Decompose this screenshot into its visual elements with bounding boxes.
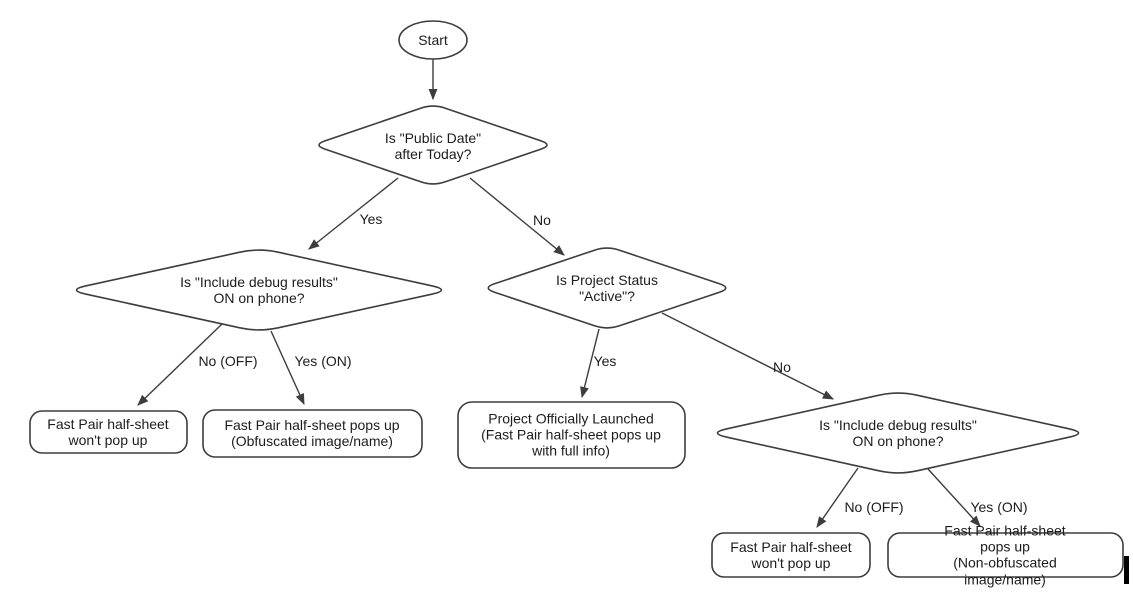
start-node-label: Start [418, 31, 448, 48]
result-popup-nonobfuscated-label: Fast Pair half-sheet pops up (Non-obfusc… [944, 522, 1066, 588]
result-no-popup-right-label: Fast Pair half-sheet won't pop up [730, 538, 852, 571]
edge-label-status-no: No [773, 358, 791, 375]
edge-label-status-yes: Yes [593, 352, 617, 369]
result-no-popup-right [711, 532, 871, 578]
edge-public-date-yes [308, 177, 399, 250]
edge-label-public-date-yes: Yes [359, 210, 383, 227]
decision-project-status-label: Is Project Status "Active"? [556, 271, 658, 304]
edge-status-no [661, 312, 835, 400]
result-no-popup-left [29, 410, 188, 454]
decision-project-status [487, 247, 727, 329]
edge-label-debug-left-yes: Yes (ON) [294, 352, 352, 369]
edge-debug-right-yes [927, 468, 981, 527]
edge-label-debug-left-no: No (OFF) [198, 352, 258, 369]
decision-public-date [318, 105, 548, 185]
decision-debug-left-label: Is "Include debug results" ON on phone? [180, 273, 338, 306]
decision-debug-right-label: Is "Include debug results" ON on phone? [819, 416, 977, 449]
result-popup-obfuscated [202, 409, 423, 458]
result-popup-obfuscated-label: Fast Pair half-sheet pops up (Obfuscated… [224, 416, 400, 449]
edge-label-debug-right-no: No (OFF) [844, 498, 904, 515]
edge-debug-right-no [816, 467, 859, 528]
decision-public-date-label: Is "Public Date" after Today? [384, 129, 482, 162]
result-launched-label: Project Officially Launched (Fast Pair h… [481, 410, 661, 460]
edge-debug-left-yes [270, 330, 305, 406]
edge-label-public-date-no: No [533, 211, 551, 228]
result-popup-nonobfuscated [887, 532, 1124, 578]
text-cursor [1124, 556, 1129, 584]
start-node [398, 20, 468, 60]
decision-debug-right [716, 392, 1080, 474]
result-launched [457, 401, 686, 469]
edge-public-date-no [469, 177, 565, 256]
result-no-popup-left-label: Fast Pair half-sheet won't pop up [47, 415, 169, 448]
edge-label-debug-right-yes: Yes (ON) [970, 498, 1028, 515]
edge-status-yes [580, 328, 600, 399]
decision-debug-left [75, 249, 443, 331]
edge-debug-left-no [137, 323, 223, 406]
